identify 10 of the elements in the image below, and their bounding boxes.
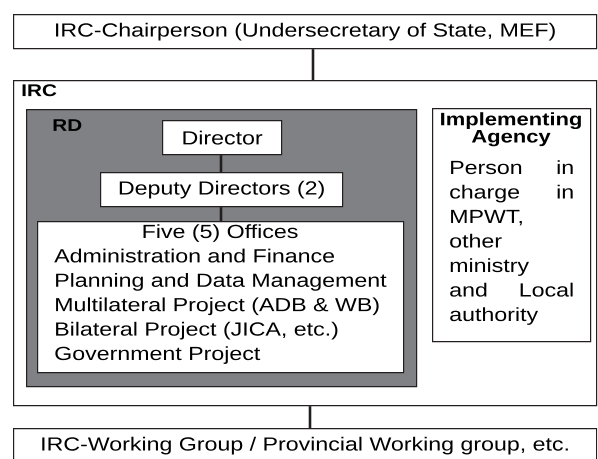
connector-line bbox=[220, 155, 222, 172]
agency-box: Implementing Agency Person in charge in MPWT, other ministry and Local authority bbox=[432, 108, 592, 342]
org-box: Deputy Directors (2) bbox=[100, 172, 344, 208]
connector-line bbox=[312, 49, 314, 80]
org-box: IRC-Working Group / Provincial Working group, etc. bbox=[13, 428, 598, 459]
connector-line bbox=[308, 406, 312, 428]
connector-line bbox=[220, 207, 222, 221]
org-box: IRC-Chairperson (Undersecretary of State, MEF) bbox=[13, 14, 598, 50]
office-box: Five (5) Offices Administration and Finance Planning and Data Management Multilateral Project (ADB & WB) Bilateral Project (JICA, etc.) Government Project bbox=[37, 221, 404, 374]
org-box: Director bbox=[162, 120, 282, 156]
